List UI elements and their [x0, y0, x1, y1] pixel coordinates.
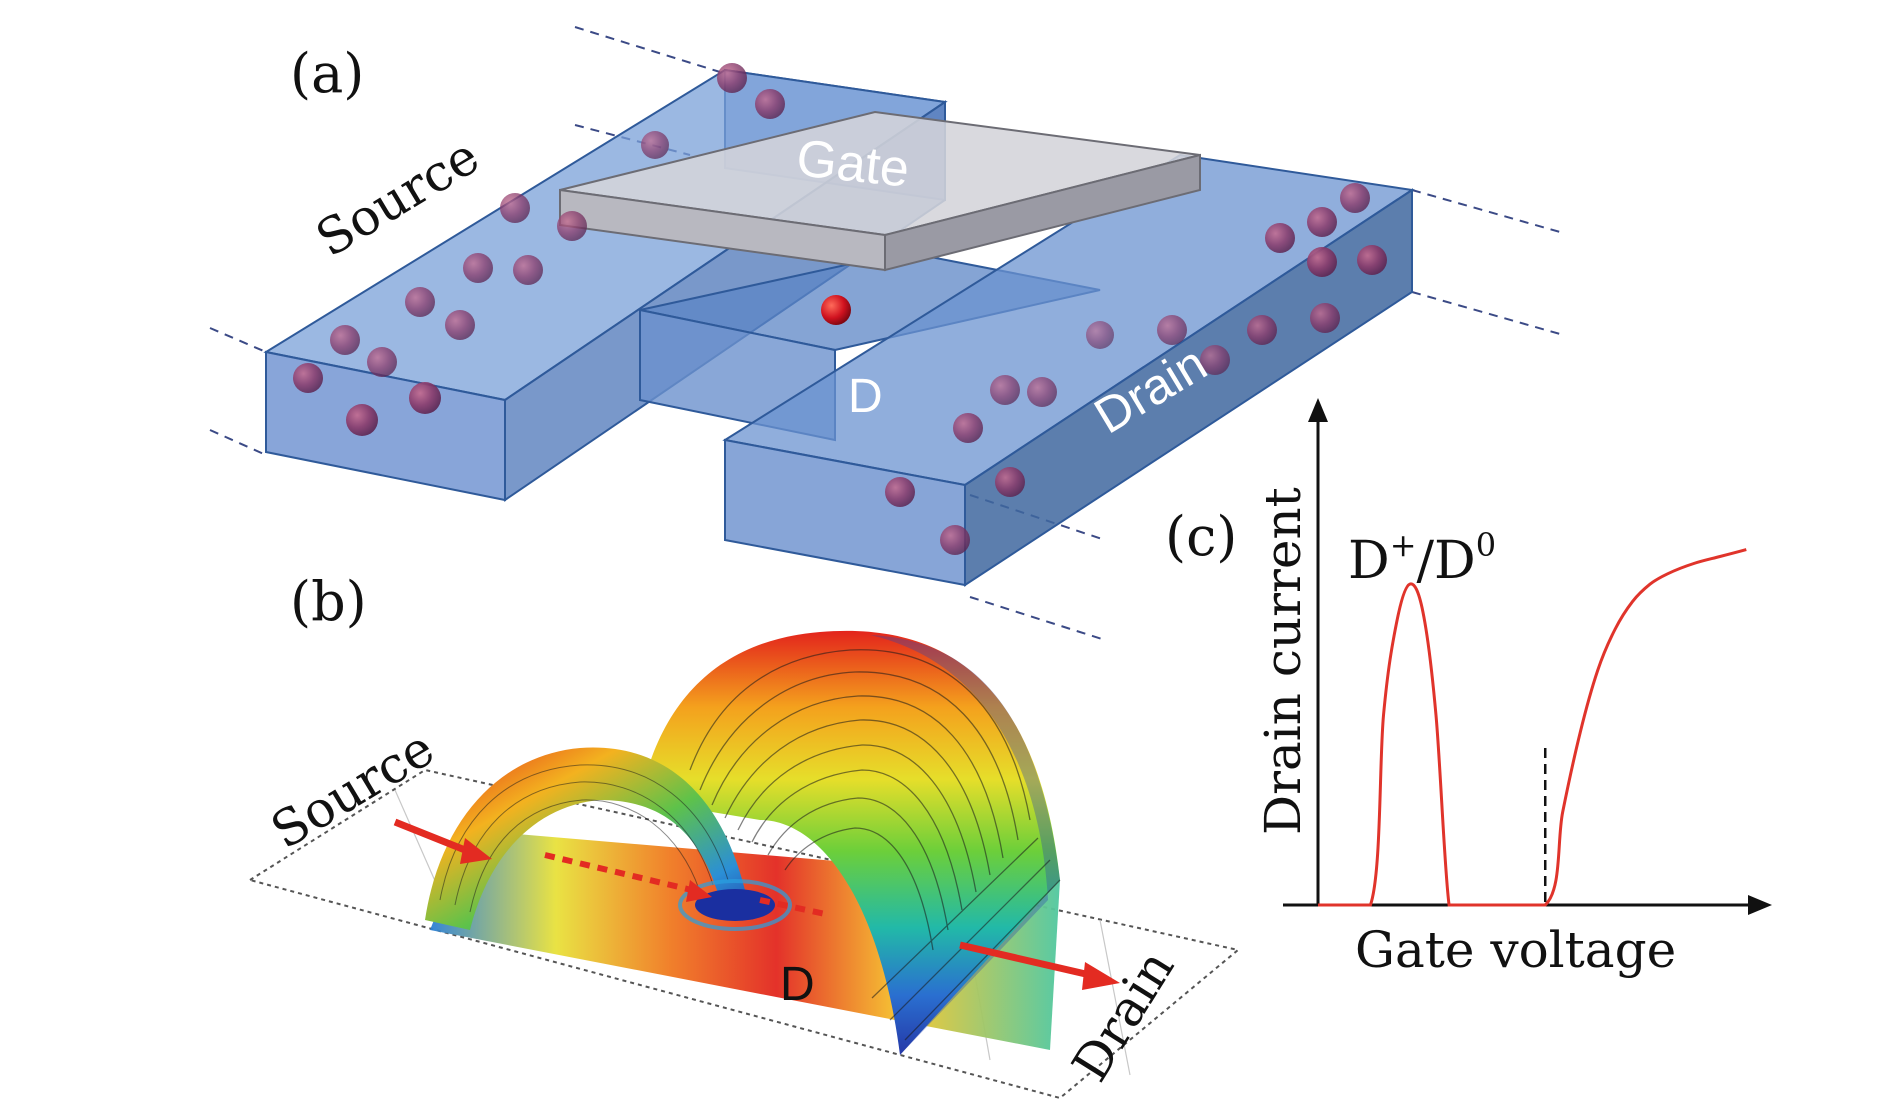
peak-annotation-d: D: [1348, 531, 1390, 591]
panel-a-label: (a): [290, 42, 364, 105]
x-axis-label: Gate voltage: [1355, 921, 1676, 979]
potential-ridge: [425, 747, 751, 930]
dopant-label-b: D: [780, 958, 815, 1011]
y-axis-arrowhead: [1308, 398, 1328, 422]
panel-b-label: (b): [290, 570, 367, 633]
gate-side: [884, 153, 1201, 272]
dopant-well: [695, 889, 775, 921]
peak-annotation-sep: /D: [1417, 531, 1476, 591]
dopant-atom: [821, 295, 851, 325]
electrons: [293, 63, 1387, 555]
dopant-label-a: D: [848, 370, 883, 423]
peak-annotation-plus: +: [1390, 526, 1417, 564]
drain-label-b: Drain: [1061, 940, 1185, 1091]
gate-label: Gate: [794, 129, 912, 198]
tunnel-path-in: [544, 852, 701, 895]
y-axis-label: Drain current: [1254, 487, 1312, 835]
panel-a: (a) Source Gate Drain D: [209, 26, 1561, 641]
panel-c-label: (c): [1165, 505, 1237, 568]
drain-current-curve: [1318, 548, 1747, 907]
drain-bar-side: [964, 188, 1413, 587]
tunnel-path-out: [759, 897, 831, 918]
x-axis-arrowhead: [1748, 895, 1772, 915]
panel-c: (c) D+/D0 Gate voltage Drain current: [1165, 398, 1772, 979]
drain-arrow: [959, 941, 1091, 979]
source-arrow: [393, 818, 467, 854]
peak-annotation: D+/D0: [1348, 526, 1496, 591]
potential-dome: [640, 630, 1060, 1055]
contour-lines: [689, 649, 1061, 1041]
peak-annotation-zero: 0: [1476, 526, 1496, 564]
floor-outline: [247, 768, 1241, 1100]
panel-b: (b): [247, 570, 1241, 1100]
